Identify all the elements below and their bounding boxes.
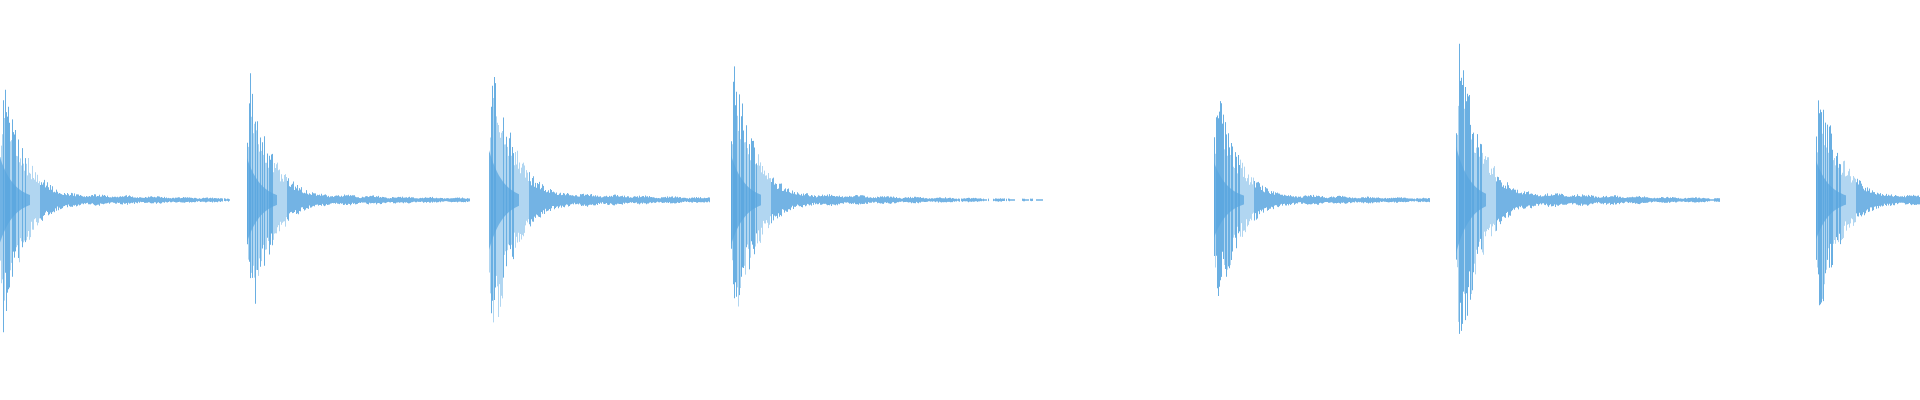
- waveform-hit: [0, 89, 230, 333]
- waveform-hit: [1816, 100, 1920, 306]
- waveform-hit: [1214, 101, 1430, 296]
- waveform-hit: [489, 77, 710, 323]
- waveform-hit: [731, 66, 1043, 307]
- waveform-hit: [1456, 43, 1720, 334]
- waveform-hit: [247, 73, 470, 304]
- waveform-layer: [0, 43, 1920, 334]
